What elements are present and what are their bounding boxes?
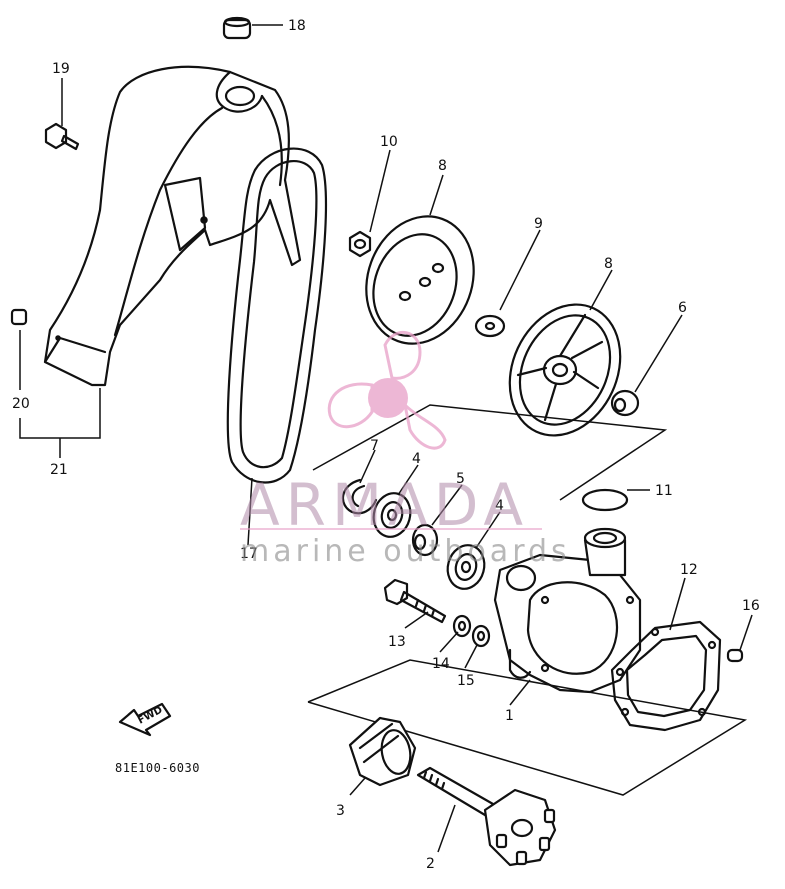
inner-pulley-half [508,303,622,437]
o-ring [581,488,629,512]
oil-seal [348,716,417,787]
bolt-nut [471,624,491,648]
watermark-brand: ARMADA [240,471,529,539]
callout-17: 17 [240,546,258,562]
bolt-washer [452,614,472,638]
forward-arrow: FWD [118,702,172,737]
leader-lines [19,24,753,853]
callout-numbers: 18 19 10 8 9 8 6 7 4 5 4 11 12 16 13 14 … [12,18,760,872]
spacer-washer [474,314,506,338]
callout-8-upper: 8 [438,158,447,174]
callout-6: 6 [678,300,687,316]
callout-4-upper: 4 [412,451,421,467]
housing-bolt [383,578,447,624]
watermark-tagline: marine outboards [240,534,571,569]
callout-2: 2 [426,856,435,872]
figure-code: 81E100-6030 [115,761,200,775]
impeller-shaft [416,766,557,867]
belt-guard-bracket [43,65,302,387]
callout-10: 10 [380,134,398,150]
callout-7: 7 [370,438,379,454]
callout-9: 9 [534,216,543,232]
bearing-upper [372,492,412,538]
callout-12: 12 [680,562,698,578]
dowel-pin [726,648,744,663]
drive-belt [226,147,328,484]
bearing-spacer [411,523,439,557]
callout-20: 18 [288,18,306,34]
callout-8-lower: 8 [604,256,613,272]
bearing-lower [446,544,486,590]
callout-15: 15 [457,673,475,689]
pump-housing [493,527,642,694]
callout-4-lower: 4 [495,498,504,514]
callout-5: 5 [456,471,465,487]
watermark: ARMADA marine outboards [240,330,571,569]
assembly-group-outline-upper [312,404,668,501]
callout-13: 13 [388,634,406,650]
callout-1: 1 [505,708,514,724]
collar [610,389,640,417]
callout-14: 14 [432,656,450,672]
circlip [342,478,378,515]
callout-11: 11 [655,483,673,499]
pulley-nut [348,230,372,258]
callout-18: 21 [50,462,68,478]
bracket-collar [10,308,28,326]
outer-pulley-half [365,215,475,345]
assembly-group-outline-lower [307,659,748,796]
grommet [222,16,252,40]
bracket-bolt [44,122,80,151]
watermark-logo [327,330,447,450]
callout-21: 19 [52,61,70,77]
callout-16: 16 [742,598,760,614]
callout-19: 20 [12,396,30,412]
callout-3: 3 [336,803,345,819]
